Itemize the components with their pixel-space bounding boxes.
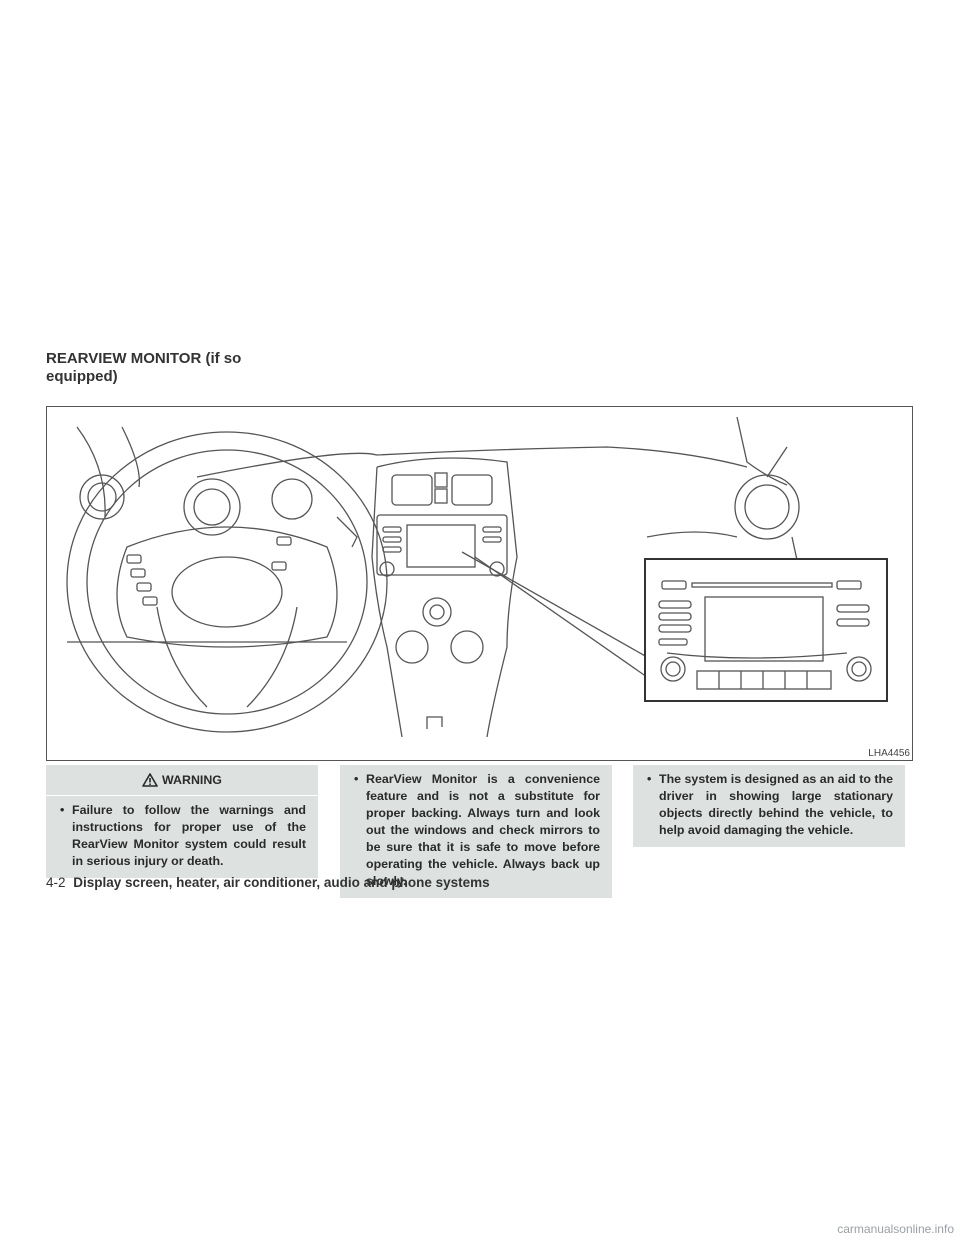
page-footer: 4-2 Display screen, heater, air conditio… [46, 875, 490, 890]
warning-item-3: • The system is designed as an aid to th… [633, 765, 905, 847]
bullet-icon: • [647, 772, 652, 786]
dashboard-illustration: LHA4456 [46, 406, 913, 761]
warning-text: Failure to follow the warnings and instr… [72, 803, 306, 868]
dashboard-line-drawing [66, 416, 888, 738]
page-number: 4-2 [46, 875, 66, 890]
section-title: REARVIEW MONITOR (if so equipped) [46, 350, 242, 385]
bullet-icon: • [354, 772, 359, 786]
warning-label: WARNING [162, 773, 222, 787]
watermark: carmanualsonline.info [837, 1222, 954, 1236]
warning-text: RearView Monitor is a convenience featur… [366, 772, 600, 888]
warning-item-1: • Failure to follow the warnings and ins… [46, 796, 318, 878]
warning-item-2: • RearView Monitor is a convenience feat… [340, 765, 612, 898]
figure-code: LHA4456 [868, 748, 910, 759]
warning-header: WARNING [46, 765, 318, 795]
warning-text: The system is designed as an aid to the … [659, 772, 893, 837]
warning-icon [142, 773, 158, 787]
bullet-icon: • [60, 803, 65, 817]
chapter-title: Display screen, heater, air conditioner,… [73, 875, 490, 890]
